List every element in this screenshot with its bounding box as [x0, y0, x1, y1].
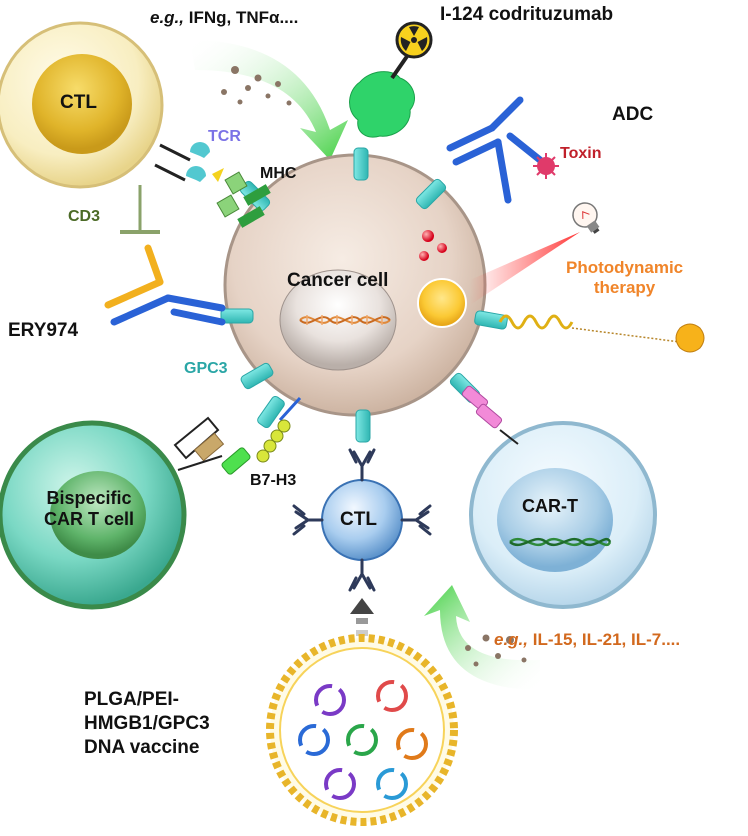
adc-label: ADC: [612, 104, 654, 125]
toxin-icon: [533, 153, 559, 179]
cytokines-bottom-prefix: e.g.,: [494, 630, 529, 649]
mhc-complex: [216, 171, 271, 228]
ctl-top-cell: [0, 21, 164, 189]
vaccine-up-arrow: [350, 598, 374, 636]
photosensitizer-dots: [419, 230, 447, 261]
vaccine-label: PLGA/PEI- HMGB1/GPC3 DNA vaccine: [84, 688, 210, 759]
cytokines-top-text: IFNg, TNFα....: [188, 8, 299, 27]
ery974-label: ERY974: [8, 320, 79, 341]
light-bulb-icon: [572, 202, 600, 234]
photodynamic-label: Photodynamic therapy: [566, 258, 683, 297]
bispecific-car-receptors: [173, 416, 251, 475]
ctl-antibody-icon: [292, 448, 432, 592]
tcr-label: TCR: [208, 128, 241, 145]
car-t-dna-icon: [509, 537, 612, 547]
cancer-cell: [223, 153, 487, 417]
bispecific-car-t-cell: [0, 420, 187, 610]
light-beam: [470, 232, 580, 305]
gpc3-label: GPC3: [184, 360, 228, 377]
cytokines-bottom-label: e.g., IL-15, IL-21, IL-7....: [494, 630, 680, 650]
car-t-cell: [469, 421, 657, 609]
car-receptor: [461, 385, 519, 445]
dna-icon: [299, 315, 391, 325]
b7h3-label: B7-H3: [250, 472, 297, 489]
ctl-center-label: CTL: [340, 509, 377, 530]
coil-conjugate: [498, 314, 705, 353]
vaccine-line3: DNA vaccine: [84, 736, 200, 758]
photodynamic-line1: Photodynamic: [566, 258, 684, 277]
cytokines-top-label: e.g., IFNg, TNFα....: [150, 8, 298, 28]
vesicle: [417, 278, 467, 328]
radiation-icon: [395, 21, 433, 59]
toxin-label: Toxin: [560, 145, 602, 162]
mhc-label: MHC: [260, 165, 297, 182]
radiolabeled-antibody: [349, 50, 415, 138]
cart-label: CAR-T: [522, 496, 578, 516]
ctl-top-label: CTL: [60, 92, 97, 113]
bispecific-line2: CAR T cell: [44, 508, 135, 529]
cd3-label: CD3: [68, 208, 101, 225]
liposome-icon: [266, 634, 458, 826]
radio-antibody-label: I-124 codrituzumab: [440, 4, 614, 25]
tcr-receptor: [154, 142, 224, 182]
b7h3-ligand: [256, 396, 302, 463]
cytokine-arrow-top: [190, 40, 348, 160]
cytokine-arrow-bottom: [424, 585, 540, 690]
cytokines-bottom-text: IL-15, IL-21, IL-7....: [532, 630, 681, 649]
cancer-cell-label: Cancer cell: [287, 270, 389, 291]
bispecific-car-t-label: Bispecific CAR T cell: [44, 488, 134, 529]
cd3-receptor: [120, 185, 160, 234]
bispecific-line1: Bispecific: [46, 488, 132, 508]
cytokines-top-prefix: e.g.,: [150, 8, 185, 27]
vaccine-line1: PLGA/PEI-: [84, 689, 180, 710]
vaccine-line2: HMGB1/GPC3: [84, 712, 210, 734]
plasmid-icon: [298, 680, 428, 800]
photodynamic-line2: therapy: [593, 277, 656, 297]
ery974-antibody-icon: [104, 244, 226, 326]
adc-antibody-icon: [446, 96, 544, 204]
